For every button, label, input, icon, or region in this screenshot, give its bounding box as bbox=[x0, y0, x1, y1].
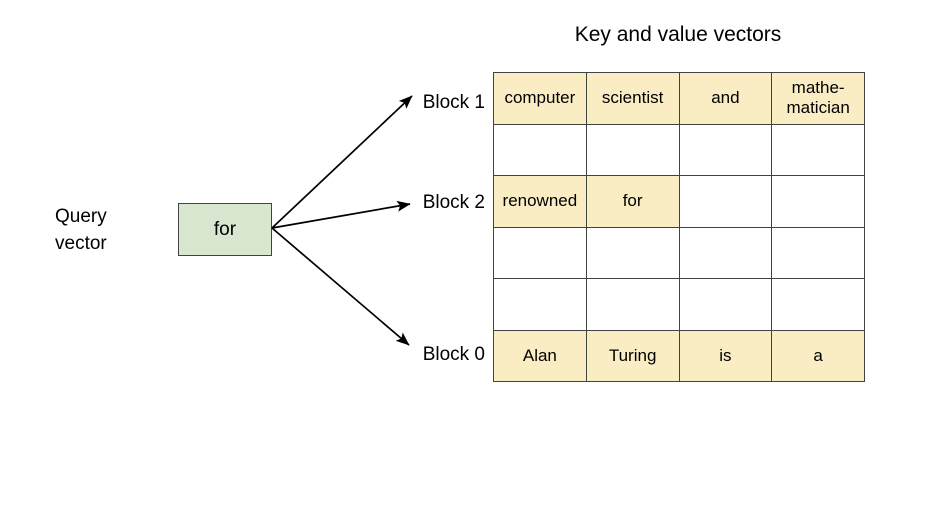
table-cell: for bbox=[585, 175, 680, 228]
cell-text: is bbox=[719, 345, 732, 365]
table-cell bbox=[678, 226, 773, 279]
query-vector-label-line2: vector bbox=[55, 233, 107, 254]
table-row bbox=[493, 226, 865, 279]
cell-text: a bbox=[813, 345, 823, 365]
table-cell: renowned bbox=[493, 175, 587, 228]
table-row: renowned for bbox=[493, 175, 865, 228]
table-row bbox=[493, 123, 865, 176]
table-cell bbox=[771, 123, 865, 176]
arrow-to-block-1 bbox=[271, 95, 413, 229]
arrow-to-block-0 bbox=[271, 227, 410, 346]
query-vector-box[interactable]: for bbox=[178, 203, 272, 256]
table-row bbox=[493, 278, 865, 331]
cell-text: and bbox=[711, 88, 740, 108]
cell-text: mathe- bbox=[791, 78, 845, 98]
query-vector-token: for bbox=[213, 218, 237, 240]
key-value-table: computer scientist and mathe- matician r… bbox=[493, 72, 865, 382]
table-cell: is bbox=[678, 329, 773, 382]
table-cell: mathe- matician bbox=[771, 72, 865, 125]
table-cell bbox=[493, 278, 587, 331]
key-value-table-body: computer scientist and mathe- matician r… bbox=[493, 72, 865, 382]
block-label-2: Block 2 bbox=[422, 192, 485, 213]
table-cell bbox=[585, 278, 680, 331]
table-cell: Turing bbox=[585, 329, 680, 382]
table-row: Alan Turing is a bbox=[493, 329, 865, 382]
table-cell bbox=[678, 123, 773, 176]
block-label-1: Block 1 bbox=[422, 92, 485, 113]
table-cell bbox=[678, 175, 773, 228]
arrow-to-block-2 bbox=[271, 200, 411, 229]
table-cell bbox=[493, 226, 587, 279]
cell-text: Alan bbox=[522, 345, 557, 365]
cell-text: computer bbox=[504, 88, 576, 108]
table-cell bbox=[771, 278, 865, 331]
table-cell bbox=[771, 175, 865, 228]
cell-text: Turing bbox=[608, 345, 657, 365]
table-cell: and bbox=[678, 72, 773, 125]
cell-text: renowned bbox=[502, 191, 578, 211]
query-vector-label-line1: Query bbox=[55, 206, 107, 227]
table-cell: scientist bbox=[585, 72, 680, 125]
block-label-0: Block 0 bbox=[422, 344, 485, 365]
table-cell bbox=[678, 278, 773, 331]
table-row: computer scientist and mathe- matician bbox=[493, 72, 865, 125]
table-cell bbox=[771, 226, 865, 279]
table-cell bbox=[585, 123, 680, 176]
query-vector-label: Query vector bbox=[55, 203, 167, 257]
table-cell: Alan bbox=[493, 329, 587, 382]
diagram-title: Key and value vectors bbox=[574, 23, 782, 46]
cell-text: for bbox=[622, 191, 643, 211]
table-cell: a bbox=[771, 329, 865, 382]
cell-text: scientist bbox=[601, 88, 664, 108]
cell-text-line2: matician bbox=[786, 98, 850, 118]
table-cell bbox=[585, 226, 680, 279]
table-cell: computer bbox=[493, 72, 587, 125]
table-cell bbox=[493, 123, 587, 176]
